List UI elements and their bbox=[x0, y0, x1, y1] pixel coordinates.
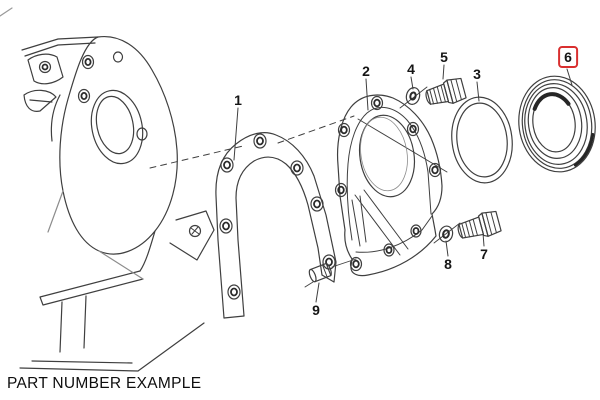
part-label-6-highlighted[interactable]: 6 bbox=[558, 46, 578, 68]
alignment-axis-dashed bbox=[149, 115, 448, 173]
bolt-part-7 bbox=[457, 210, 502, 239]
o-ring-part-3 bbox=[451, 96, 513, 184]
bolt-part-5 bbox=[425, 77, 467, 105]
washer-part-8 bbox=[433, 222, 461, 244]
part-label-8[interactable]: 8 bbox=[444, 256, 452, 272]
caption-text: PART NUMBER EXAMPLE bbox=[7, 375, 202, 392]
washer-part-4 bbox=[399, 86, 428, 109]
part-label-1[interactable]: 1 bbox=[234, 92, 242, 108]
leader-lines bbox=[233, 64, 573, 303]
end-cover-part-2 bbox=[334, 94, 443, 277]
part-label-4[interactable]: 4 bbox=[407, 61, 415, 77]
part-label-5[interactable]: 5 bbox=[440, 49, 448, 65]
engine-block-drawing bbox=[0, 7, 215, 372]
shaft-seal-part-6 bbox=[518, 75, 596, 173]
part-label-3[interactable]: 3 bbox=[473, 66, 481, 82]
part-label-2[interactable]: 2 bbox=[362, 63, 370, 79]
part-label-7[interactable]: 7 bbox=[480, 246, 488, 262]
part-label-9[interactable]: 9 bbox=[312, 302, 320, 318]
dowel-part-9 bbox=[304, 258, 357, 288]
gasket-part-1 bbox=[215, 132, 337, 319]
